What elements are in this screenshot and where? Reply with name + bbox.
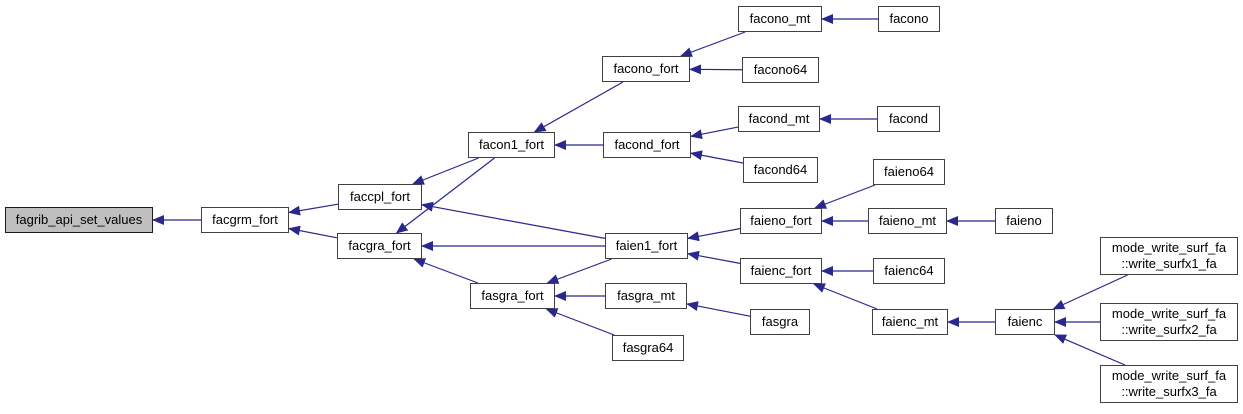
graph-node-label: fasgra_mt [617,288,675,303]
graph-node-label: facono [889,11,929,26]
graph-node-write_surfx2_fa[interactable]: mode_write_surf_fa::write_surfx2_fa [1100,303,1238,341]
graph-node-faieno_fort[interactable]: faieno_fort [740,208,822,234]
graph-node-label: faieno_mt [878,213,937,228]
edge-faienc_fort-to-faien1_fort [687,250,741,264]
edge-fasgra_fort-to-facgra_fort [413,258,479,284]
graph-node-facond_mt[interactable]: facond_mt [738,106,820,132]
graph-node-label: mode_write_surf_fa [1111,240,1227,255]
edge-facond_mt-to-facond_fort [690,126,739,140]
graph-node-facond64[interactable]: facond64 [743,157,818,183]
graph-node-faccpl_fort[interactable]: faccpl_fort [338,184,422,210]
edge-fasgra-to-fasgra_mt [686,301,751,317]
graph-node-faieno64[interactable]: faieno64 [873,159,945,185]
graph-node-label: ::write_surfx2_fa [1121,322,1217,337]
graph-node-facgra_fort[interactable]: facgra_fort [337,233,422,259]
edge-write_surfx1_fa-to-faienc [1052,274,1128,310]
graph-node-facon1_fort[interactable]: facon1_fort [468,132,555,158]
graph-node-facono[interactable]: facono [878,6,940,32]
graph-node-label: facgra_fort [348,238,411,253]
graph-node-label: mode_write_surf_fa [1111,368,1227,383]
graph-node-fasgra_fort[interactable]: fasgra_fort [470,283,555,309]
edge-faieno_fort-to-faien1_fort [687,228,741,242]
graph-node-fasgra64[interactable]: fasgra64 [612,335,684,361]
graph-node-label: faieno [1006,213,1042,228]
edge-faccpl_fort-to-facgrm_fort [288,203,339,216]
edge-facond64-to-facond_fort [690,150,744,164]
edge-facono_fort-to-facon1_fort [533,81,624,133]
edge-faien1_fort-to-fasgra_fort [546,258,612,284]
graph-node-facono_fort[interactable]: facono_fort [602,56,690,82]
graph-node-label: facono64 [753,62,808,77]
graph-node-label: faienc64 [884,263,934,278]
graph-node-label: faccpl_fort [350,189,410,204]
edge-fasgra64-to-fasgra_fort [545,308,615,336]
graph-node-label: fasgra_fort [481,288,544,303]
edge-facgra_fort-to-facgrm_fort [288,225,338,239]
graph-node-label: facond_mt [748,111,810,126]
graph-node-facgrm_fort[interactable]: facgrm_fort [201,207,289,233]
graph-node-facono64[interactable]: facono64 [742,57,819,83]
edge-faienc_mt-to-faienc_fort [812,283,878,310]
graph-node-faienc_fort[interactable]: faienc_fort [740,258,822,284]
edge-facon1_fort-to-facgra_fort [395,157,495,234]
edge-write_surfx3_fa-to-faienc [1054,334,1126,366]
graph-node-label: faieno64 [884,164,934,179]
graph-node-label: facono_fort [613,61,679,76]
graph-node-label: fasgra64 [622,340,674,355]
graph-node-label: faienc [1007,314,1043,329]
edge-faien1_fort-to-faccpl_fort [421,201,606,239]
graph-node-faieno[interactable]: faieno [995,208,1053,234]
edge-faieno64-to-faieno_fort [814,184,876,209]
graph-node-label: ::write_surfx3_fa [1121,384,1217,399]
graph-node-label: faien1_fort [615,238,678,253]
graph-node-label: facon1_fort [478,137,545,152]
graph-node-fagrib_api_set_values: fagrib_api_set_values [5,207,153,233]
edge-facono_mt-to-facono_fort [679,31,746,57]
graph-node-label: faieno_fort [750,213,812,228]
graph-node-faien1_fort[interactable]: faien1_fort [605,233,688,259]
graph-node-label: faienc_fort [750,263,812,278]
graph-node-write_surfx3_fa[interactable]: mode_write_surf_fa::write_surfx3_fa [1100,365,1238,403]
graph-node-label: facond64 [753,162,808,177]
graph-node-label: fasgra [761,314,799,329]
graph-node-facond[interactable]: facond [877,106,940,132]
graph-node-label: ::write_surfx1_fa [1121,256,1217,271]
graph-node-faienc_mt[interactable]: faienc_mt [872,309,948,335]
graph-node-label: facgrm_fort [212,212,278,227]
graph-node-facond_fort[interactable]: facond_fort [603,132,691,158]
graph-node-faienc64[interactable]: faienc64 [873,258,945,284]
graph-node-label: mode_write_surf_fa [1111,306,1227,321]
graph-node-label: facono_mt [749,11,811,26]
graph-node-label: facond [888,111,929,126]
graph-node-label: facond_fort [614,137,680,152]
edge-facon1_fort-to-faccpl_fort [411,157,479,185]
graph-node-faieno_mt[interactable]: faieno_mt [868,208,947,234]
graph-node-write_surfx1_fa[interactable]: mode_write_surf_fa::write_surfx1_fa [1100,237,1238,275]
graph-node-label: fagrib_api_set_values [15,212,143,227]
graph-node-facono_mt[interactable]: facono_mt [738,6,822,32]
graph-node-fasgra_mt[interactable]: fasgra_mt [605,283,687,309]
graph-node-faienc[interactable]: faienc [995,309,1055,335]
graph-node-label: faienc_mt [881,314,939,329]
graph-node-fasgra[interactable]: fasgra [750,309,810,335]
